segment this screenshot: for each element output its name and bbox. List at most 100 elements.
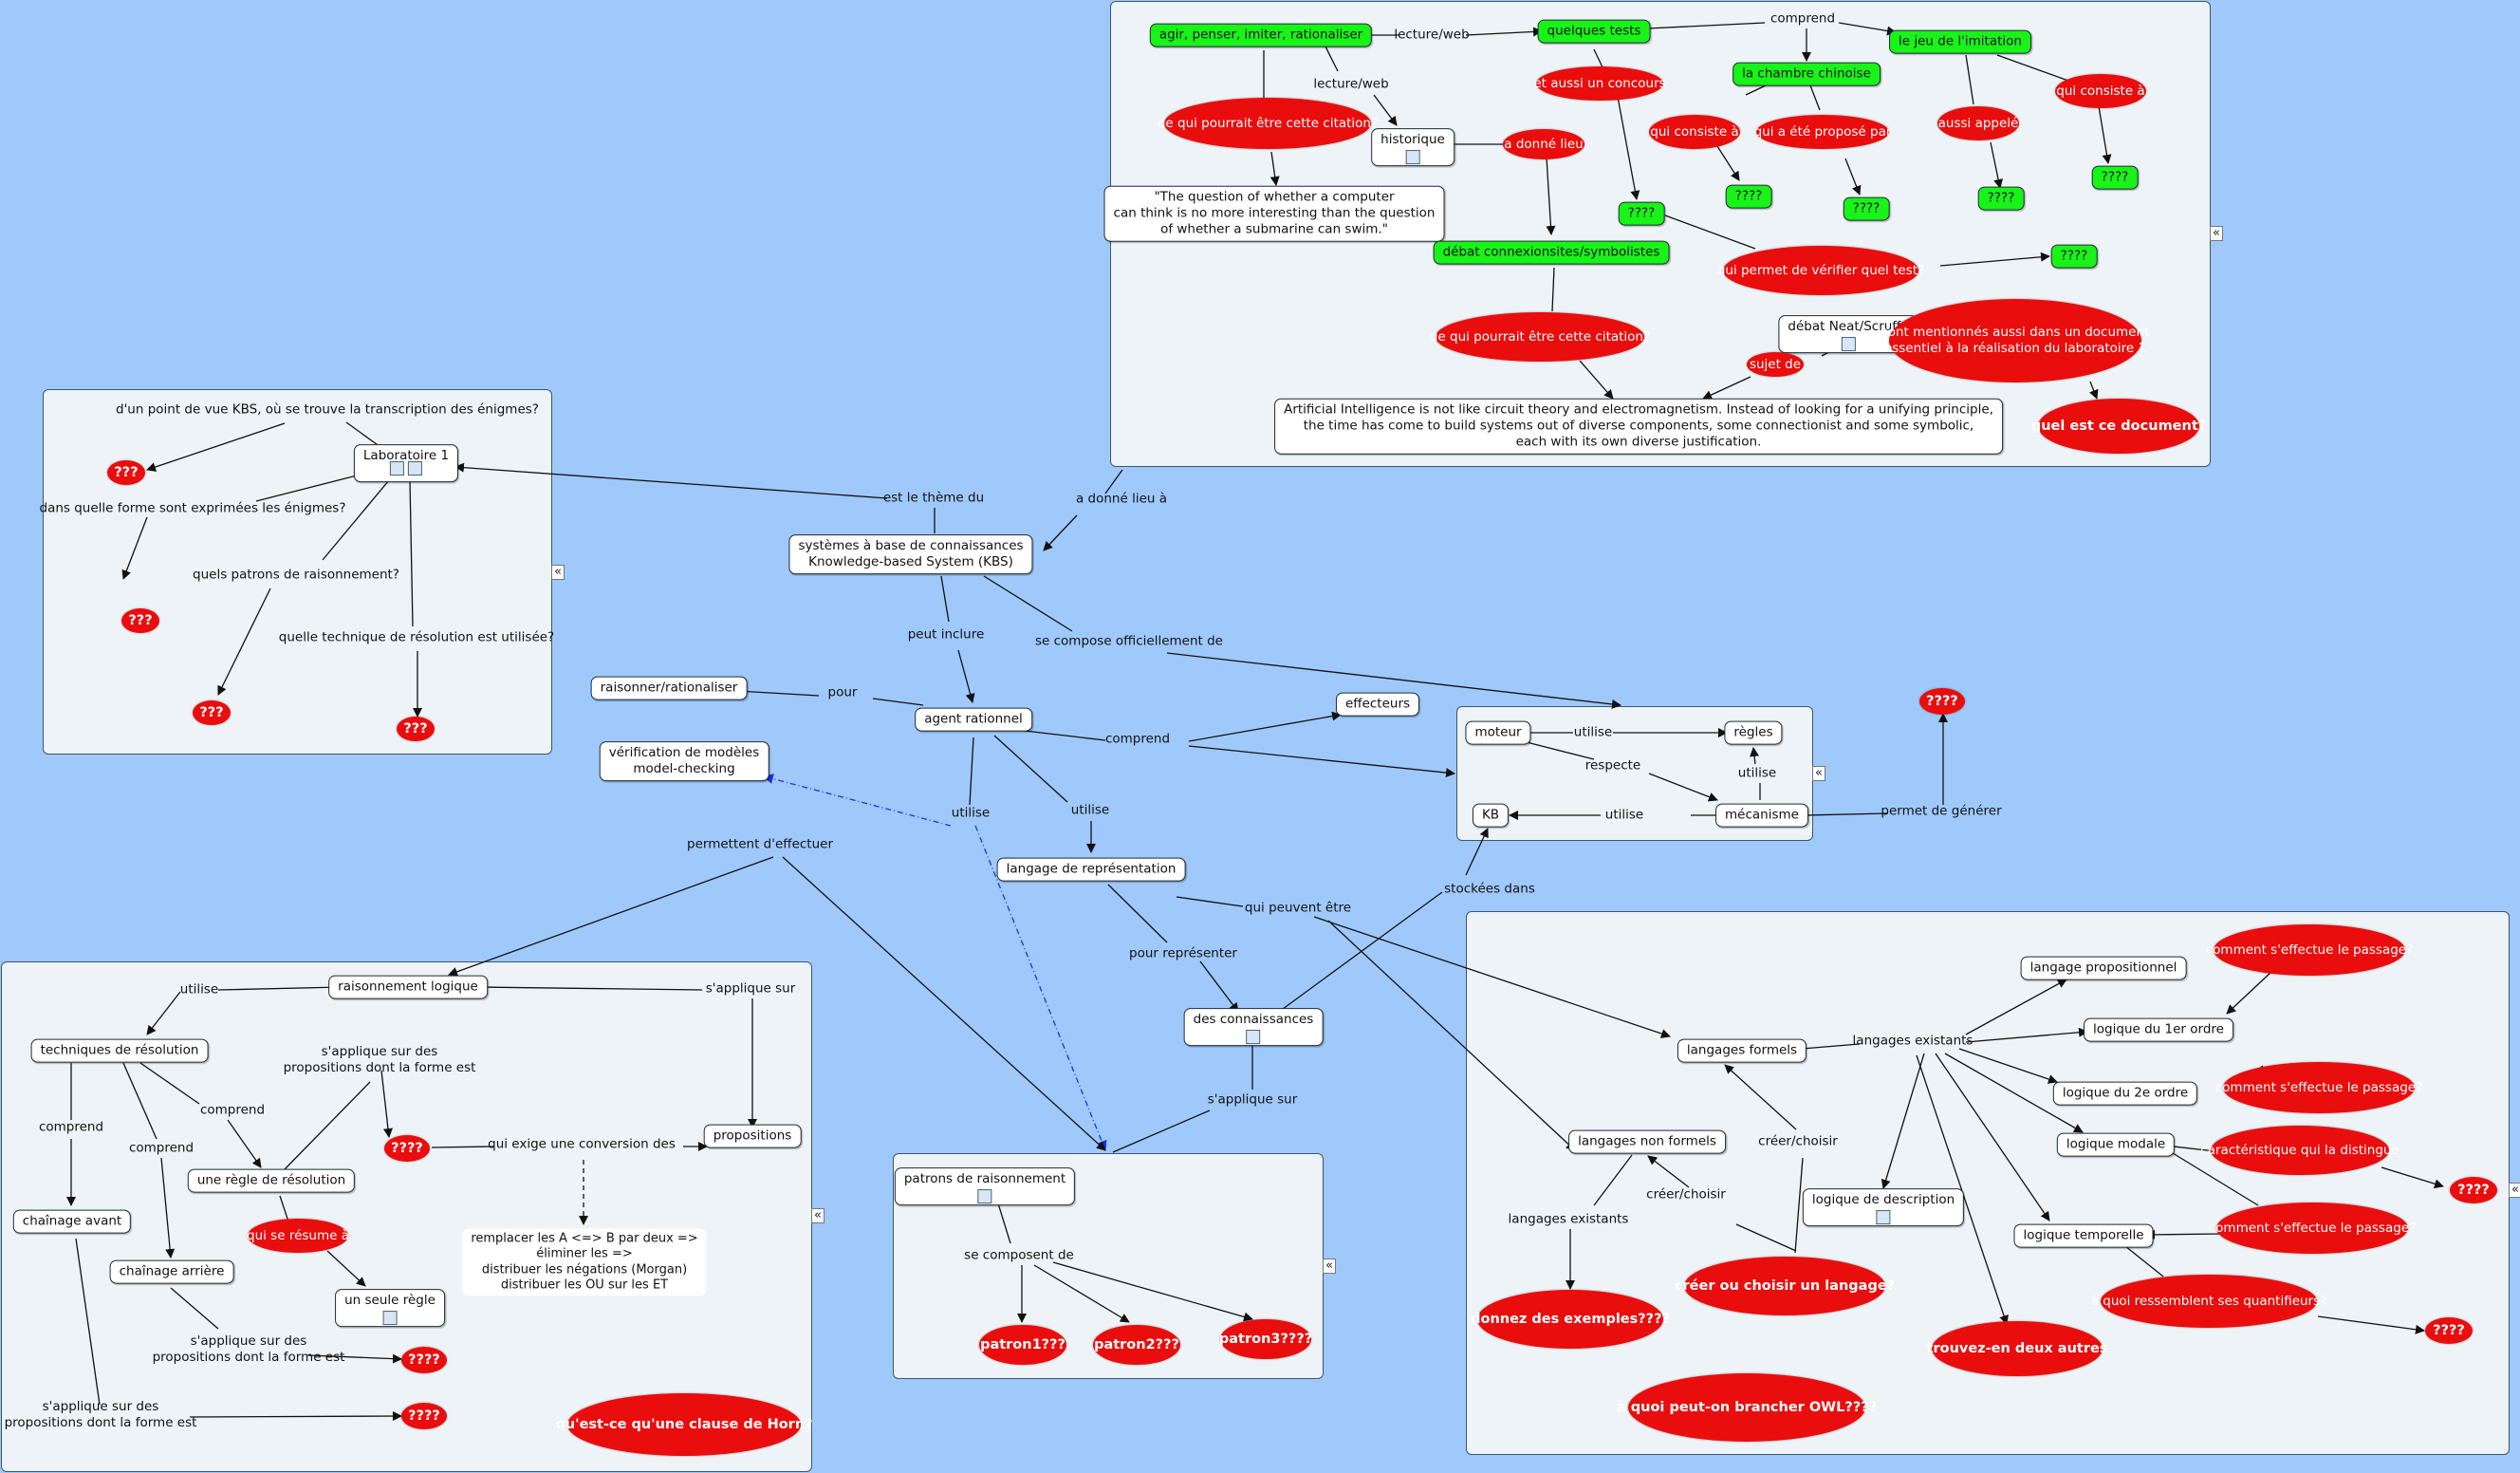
question-node[interactable]: ???? [1725, 184, 1772, 209]
propositions-node[interactable]: propositions [703, 1124, 802, 1148]
question-oval[interactable]: ???? [401, 1403, 447, 1429]
passage-oval[interactable]: comment s'effectue le passage? [2206, 924, 2413, 976]
question-node[interactable]: ???? [1843, 196, 1890, 221]
question-oval[interactable]: ???? [384, 1135, 430, 1162]
quantifieurs-oval[interactable]: à quoi ressemblent ses quantifieurs? [2091, 1275, 2326, 1328]
conversion-steps-node[interactable]: remplacer les A <=> B par deux => élimin… [462, 1228, 707, 1296]
document-icon[interactable] [1876, 1209, 1891, 1224]
question-oval[interactable]: ???? [2425, 1317, 2473, 1344]
chainage-avant-node[interactable]: chaînage avant [12, 1209, 132, 1234]
collapse-icon[interactable]: « [2509, 1183, 2520, 1198]
logique-description-node[interactable]: logique de description [1802, 1188, 1965, 1226]
regles-node[interactable]: règles [1724, 720, 1783, 745]
link-label: quelle technique de résolution est utili… [278, 629, 555, 645]
kb-node[interactable]: KB [1472, 803, 1510, 828]
agent-rationnel-node[interactable]: agent rationnel [915, 707, 1032, 732]
turing-quote-node[interactable]: "The question of whether a computer can … [1103, 185, 1445, 242]
raisonner-node[interactable]: raisonner/rationaliser [590, 676, 748, 700]
quelques-tests-node[interactable]: quelques tests [1537, 19, 1651, 44]
langage-representation-node[interactable]: langage de représentation [996, 857, 1186, 882]
consiste-oval[interactable]: qui consiste à [2055, 74, 2146, 108]
concours-oval[interactable]: et aussi un concours [1533, 66, 1666, 101]
logique-temporelle-node[interactable]: logique temporelle [2013, 1223, 2154, 1248]
link-label: dans quelle forme sont exprimées les éni… [39, 500, 346, 516]
regle-resolution-node[interactable]: une règle de résolution [187, 1168, 356, 1193]
document-icon[interactable] [977, 1188, 992, 1203]
kbs-node[interactable]: systèmes à base de connaissances Knowled… [788, 534, 1033, 574]
verifier-test-oval[interactable]: qui permet de vérifier quel test? [1717, 246, 1924, 295]
aussi-appele-oval[interactable]: aussi appelé [1937, 106, 2019, 140]
qui-se-resume-oval[interactable]: qui se résume à [247, 1219, 349, 1253]
historique-node[interactable]: historique [1371, 128, 1455, 166]
langages-non-formels-node[interactable]: langages non formels [1568, 1129, 1726, 1154]
patron3-oval[interactable]: patron3???? [1219, 1319, 1312, 1359]
patron2-oval[interactable]: patron2??? [1093, 1325, 1180, 1365]
propose-par-oval[interactable]: qui a été proposé par [1754, 115, 1891, 149]
question-node[interactable]: ???? [1977, 186, 2025, 211]
langage-propositionnel-node[interactable]: langage propositionnel [2020, 956, 2187, 980]
question-oval[interactable]: ??? [193, 700, 231, 725]
ai-quote-node[interactable]: Artificial Intelligence is not like circ… [1274, 398, 2003, 455]
chambre-chinoise-node[interactable]: la chambre chinoise [1732, 62, 1881, 86]
link-label: se compose officiellement de [1035, 633, 1223, 649]
creer-langage-oval[interactable]: créer ou choisir un langage? [1675, 1257, 1895, 1315]
collapse-icon[interactable]: « [551, 565, 565, 580]
collapse-icon[interactable]: « [2210, 226, 2223, 241]
langages-formels-node[interactable]: langages formels [1677, 1038, 1807, 1063]
agir-penser-node[interactable]: agir, penser, imiter, rationaliser [1149, 23, 1373, 47]
sujet-de-oval[interactable]: sujet de [1747, 352, 1804, 377]
raisonnement-logique-node[interactable]: raisonnement logique [328, 975, 488, 999]
passage-oval[interactable]: comment s'effectue le passage? [2215, 1062, 2422, 1113]
jeu-imitation-node[interactable]: le jeu de l'imitation [1889, 29, 2031, 54]
group-laboratoire: « [43, 389, 565, 755]
debat-connexionistes-node[interactable]: débat connexionsites/symbolistes [1433, 240, 1670, 265]
techniques-resolution-node[interactable]: techniques de résolution [30, 1038, 209, 1063]
document-mention-oval[interactable]: sont mentionnés aussi dans un document e… [1881, 299, 2149, 382]
logique-2e-ordre-node[interactable]: logique du 2e ordre [2052, 1081, 2198, 1106]
question-oval[interactable]: ??? [107, 460, 145, 485]
question-oval[interactable]: ??? [397, 717, 435, 741]
owl-oval[interactable]: à quoi peut-on brancher OWL???? [1617, 1373, 1877, 1442]
horn-clause-oval[interactable]: qu'est-ce qu'une clause de Horn? [555, 1393, 813, 1456]
question-oval[interactable]: ??? [121, 608, 159, 633]
seule-regle-node[interactable]: un seule règle [335, 1289, 445, 1327]
patrons-raisonnement-node[interactable]: patrons de raisonnement [894, 1167, 1076, 1205]
question-oval[interactable]: ???? [1919, 688, 1965, 715]
document-icon[interactable] [1841, 336, 1856, 351]
question-oval[interactable]: ???? [2450, 1177, 2497, 1203]
model-checking-node[interactable]: vérification de modèles model-checking [599, 741, 769, 781]
debat-neat-scruffy-node[interactable]: débat Neat/Scruffy [1778, 315, 1918, 353]
logique-modale-node[interactable]: logique modale [2056, 1132, 2176, 1157]
question-node[interactable]: ???? [1618, 201, 1665, 226]
collapse-icon[interactable]: « [1323, 1259, 1336, 1274]
patron1-oval[interactable]: patron1??? [979, 1325, 1066, 1365]
connaissances-node[interactable]: des connaissances [1183, 1008, 1324, 1046]
donne-lieu-oval[interactable]: a donné lieu [1503, 129, 1584, 159]
document-icon[interactable] [1405, 149, 1420, 164]
attachment-icons[interactable] [388, 459, 424, 480]
caracteristique-oval[interactable]: caractéristique qui la distingue [2200, 1126, 2400, 1175]
effecteurs-node[interactable]: effecteurs [1335, 692, 1420, 717]
collapse-icon[interactable]: « [811, 1208, 825, 1223]
mecanisme-node[interactable]: mécanisme [1715, 803, 1808, 828]
deux-autres-oval[interactable]: trouvez-en deux autres [1927, 1321, 2107, 1376]
logique-1er-ordre-node[interactable]: logique du 1er ordre [2084, 1017, 2233, 1042]
consiste-oval[interactable]: qui consiste à [1649, 115, 1740, 149]
exemples-oval[interactable]: donnez des exemples???? [1471, 1290, 1670, 1349]
moteur-node[interactable]: moteur [1465, 720, 1531, 745]
question-node[interactable]: ???? [2050, 244, 2098, 269]
question-oval[interactable]: ???? [401, 1347, 447, 1373]
collapse-icon[interactable]: « [1812, 766, 1825, 781]
quel-document-oval[interactable]: quel est ce document? [2031, 399, 2206, 454]
document-icon[interactable] [1246, 1029, 1261, 1044]
link-label: comprend [199, 1102, 266, 1118]
question-node[interactable]: ???? [2091, 165, 2139, 190]
image-icon[interactable] [382, 1310, 398, 1325]
laboratoire-1-node[interactable]: Laboratoire 1 [353, 444, 459, 482]
node-label: débat Neat/Scruffy [1788, 319, 1909, 335]
chainage-arriere-node[interactable]: chaînage arrière [109, 1259, 234, 1284]
citation-question-oval[interactable]: de qui pourrait être cette citation? [1430, 312, 1650, 362]
link-label: comprend [128, 1140, 195, 1156]
citation-question-oval[interactable]: de qui pourrait être cette citation? [1158, 98, 1378, 149]
passage-oval[interactable]: comment s'effectue le passage? [2209, 1203, 2416, 1254]
